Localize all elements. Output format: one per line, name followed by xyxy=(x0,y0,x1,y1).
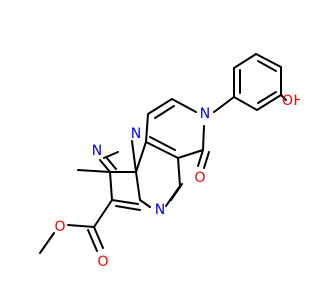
bond xyxy=(93,199,113,228)
bond xyxy=(203,151,210,169)
atom-o-ester-carbonyl: O xyxy=(97,254,108,270)
bond xyxy=(197,149,204,167)
atom-o-carbonyl: O xyxy=(194,170,205,186)
bond xyxy=(233,53,257,69)
bond xyxy=(87,229,98,252)
bond xyxy=(233,96,258,111)
bond xyxy=(177,149,204,159)
atom-n-pyrazole-a: N xyxy=(131,126,141,142)
bond xyxy=(177,157,181,187)
bond xyxy=(39,232,55,254)
atom-n-pyridone: N xyxy=(200,106,210,122)
bond xyxy=(105,156,117,170)
atom-n-pyrazole-b: N xyxy=(92,143,102,159)
bond xyxy=(77,169,111,173)
bond xyxy=(257,91,277,104)
bond xyxy=(135,171,141,201)
bond xyxy=(139,199,151,208)
bond xyxy=(111,199,139,205)
bond xyxy=(202,125,205,151)
bonds xyxy=(39,53,287,254)
atom-labels: N N N N O O O OH xyxy=(54,93,300,270)
bond xyxy=(115,205,141,211)
bond xyxy=(145,141,179,159)
bond xyxy=(213,96,235,113)
bond xyxy=(103,151,119,159)
bond xyxy=(171,98,197,113)
bond xyxy=(145,113,149,143)
bond xyxy=(67,224,95,228)
bond xyxy=(280,94,287,101)
bond xyxy=(256,94,282,111)
bond xyxy=(99,159,111,173)
atom-n-pyrimidine: N xyxy=(155,202,165,218)
molecule-diagram: N N N N O O O OH xyxy=(39,53,300,270)
bond xyxy=(131,140,137,173)
atom-hydroxyl: OH xyxy=(282,93,300,109)
bond xyxy=(147,98,173,115)
bond xyxy=(109,171,113,201)
bond xyxy=(257,60,277,72)
bond xyxy=(154,105,175,119)
bond xyxy=(149,136,176,151)
bond xyxy=(255,53,282,68)
bond xyxy=(135,141,147,173)
bond xyxy=(93,226,104,249)
atom-o-ester: O xyxy=(54,219,65,235)
